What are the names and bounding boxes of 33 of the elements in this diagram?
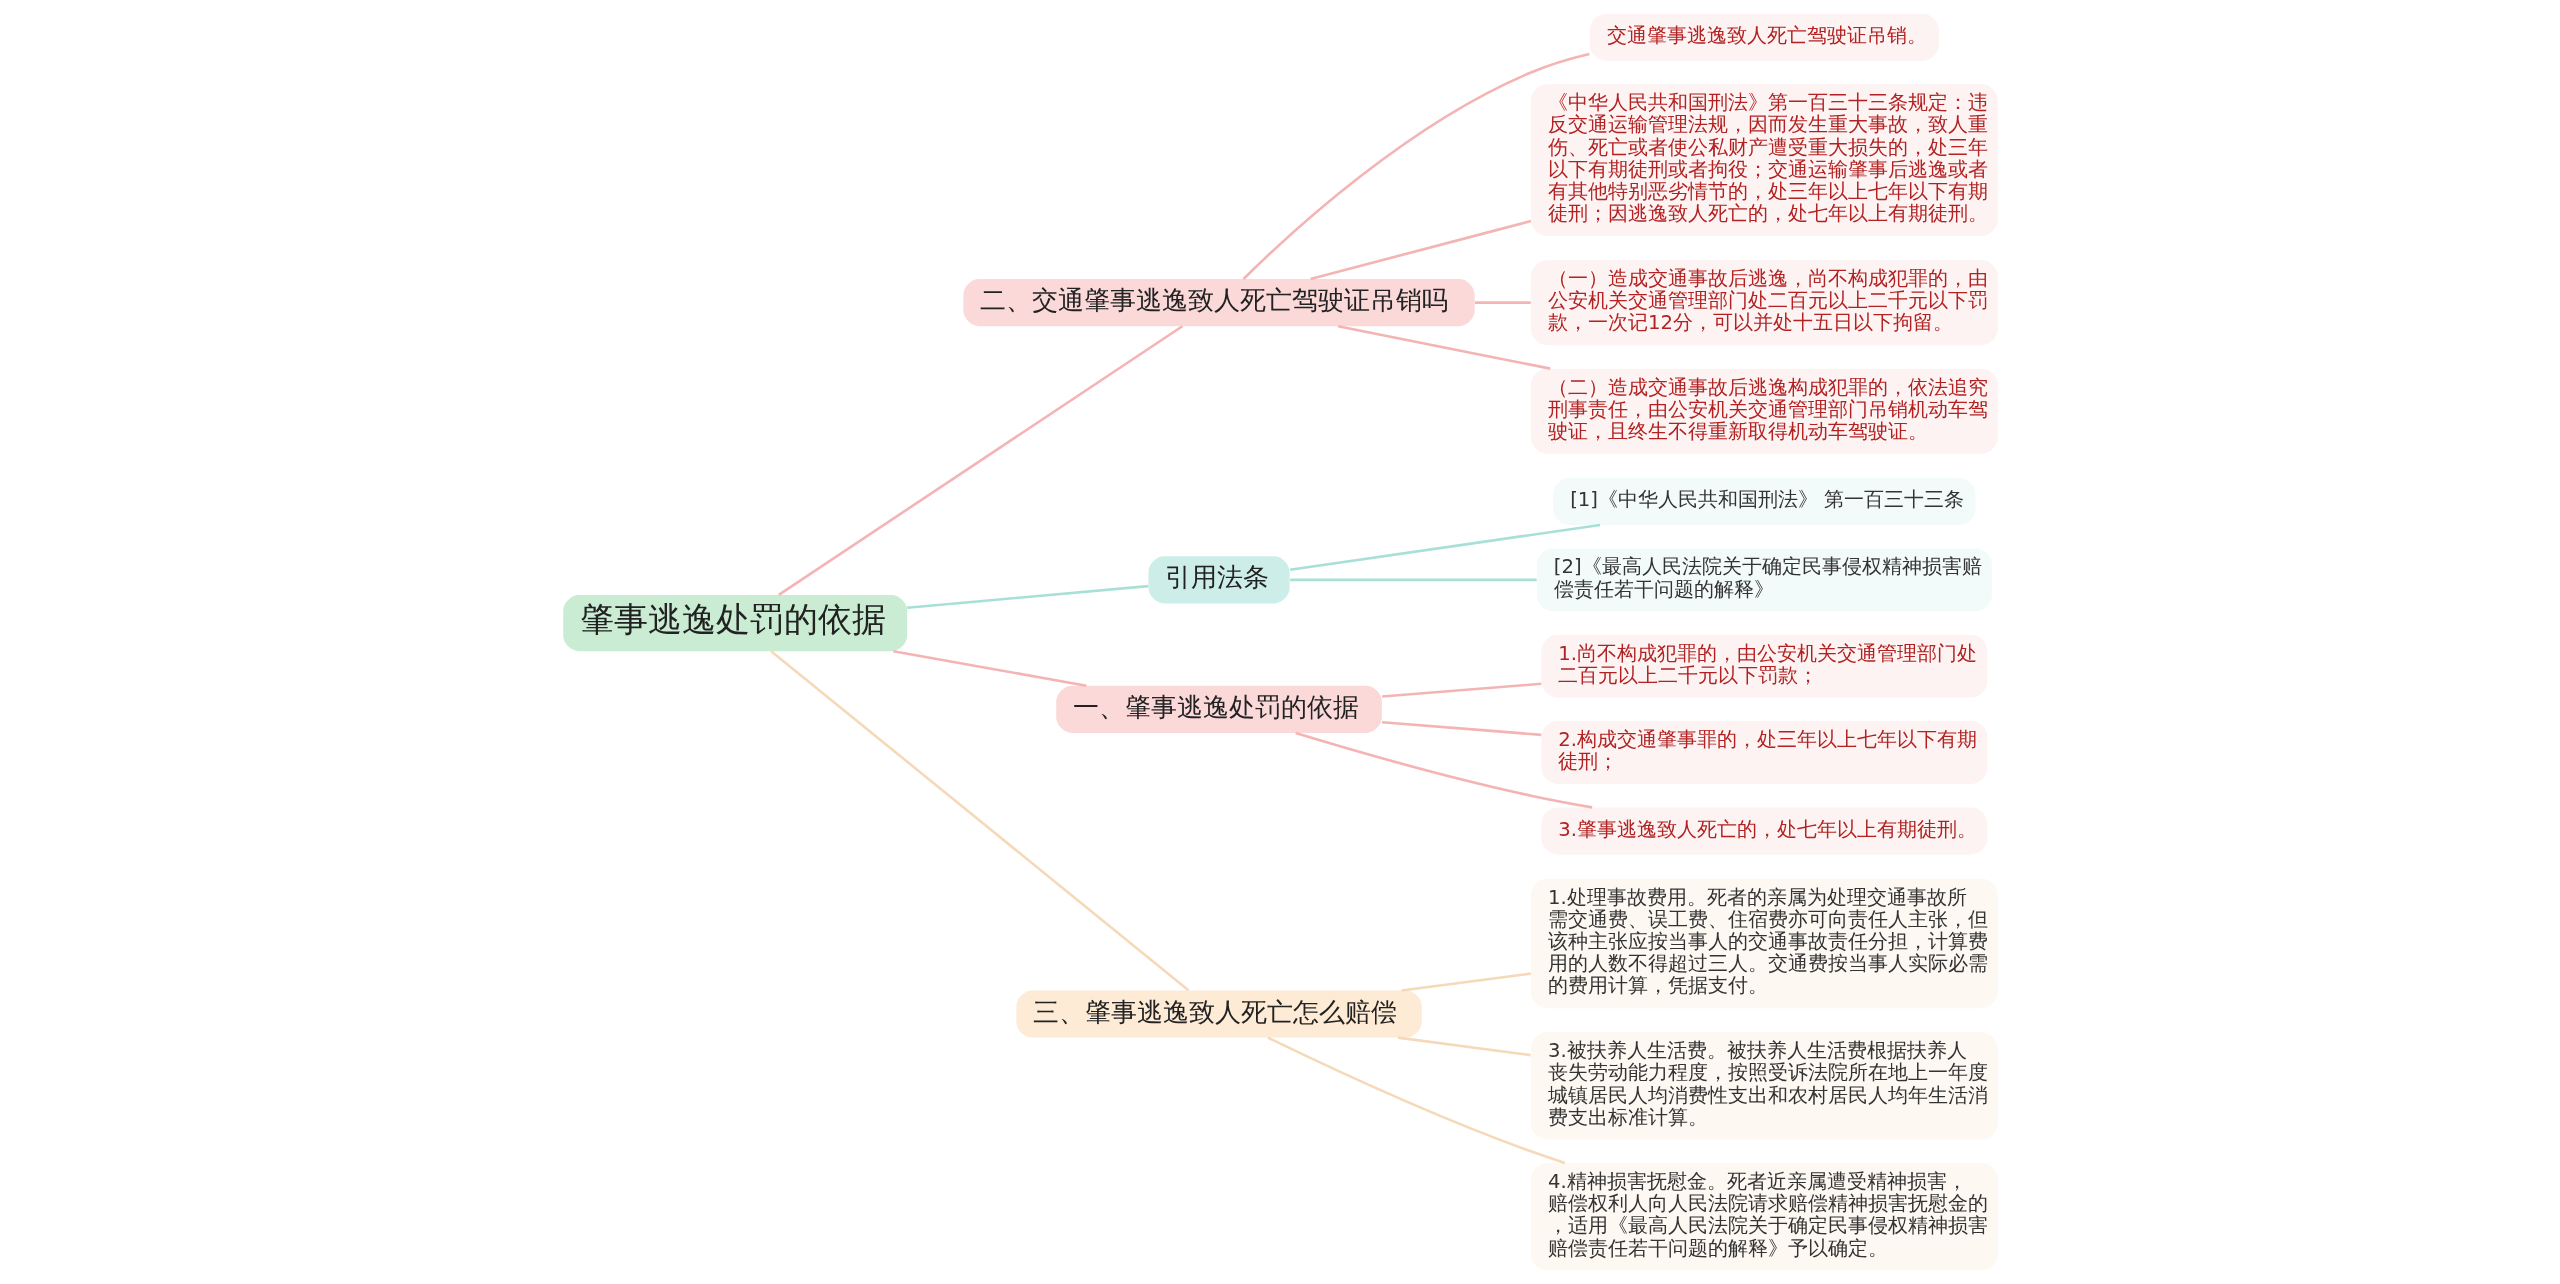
- connector: [906, 584, 1148, 610]
- node-box: 2.构成交通肇事罪的，处三年以上七年以下有期徒刑；: [1540, 721, 1987, 784]
- connector: [1289, 523, 1600, 572]
- connector: [1294, 731, 1592, 809]
- node-box: 三、肇事逃逸致人死亡怎么赔偿: [1015, 990, 1422, 1038]
- node-box: 一、肇事逃逸处罚的依据: [1055, 685, 1382, 733]
- node-box: 1.处理事故费用。死者的亲属为处理交通事故所需交通费、误工费、住宿费亦可向责任人主张，但该种主张应按当事人的交通事故责任分担，计算费用的人数不得超过三人。交通费按当事人实际必需的费用计算，凭据支付。: [1530, 878, 1998, 1009]
- node-box: 交通肇事逃逸致人死亡驾驶证吊销。: [1589, 13, 1939, 61]
- node-box: 3.肇事逃逸致人死亡的，处七年以上有期徒刑。: [1540, 807, 1987, 855]
- connector: [1266, 1036, 1565, 1165]
- connector: [1309, 219, 1531, 281]
- node-box: 引用法条: [1147, 556, 1290, 604]
- connector: [1474, 301, 1531, 304]
- node-box: 二、交通肇事逃逸致人死亡驾驶证吊销吗: [962, 279, 1475, 327]
- connector: [1381, 720, 1541, 737]
- connector: [777, 325, 1183, 596]
- node-box: 4.精神损害抚慰金。死者近亲属遭受精神损害，赔偿权利人向人民法院请求赔偿精神损害抚慰金的，适用《最高人民法院关于确定民事侵权精神损害赔偿责任若干问题的解释》予以确定。: [1530, 1163, 1998, 1271]
- connector: [1337, 324, 1551, 370]
- connector: [1289, 578, 1537, 582]
- connector: [892, 649, 1087, 688]
- node-box: [1]《中华人民共和国刑法》 第一百三十三条: [1552, 477, 1976, 525]
- node-box: 《中华人民共和国刑法》第一百三十三条规定：违反交通运输管理法规，因而发生重大事故，致人重伤、死亡或者使公私财产遭受重大损失的，处三年以下有期徒刑或者拘役；交通运输肇事后逃逸或者有其他特别恶劣情节的，处三年以上七年以下有期徒刑；因逃逸致人死亡的，处七年以上有期徒刑。: [1530, 84, 1998, 236]
- connector: [1400, 972, 1531, 992]
- connector: [1397, 1036, 1531, 1057]
- node-box: 1.尚不构成犯罪的，由公安机关交通管理部门处二百元以上二千元以下罚款；: [1540, 634, 1987, 698]
- node-box: （一）造成交通事故后逃逸，尚不构成犯罪的，由公安机关交通管理部门处二百元以上二千元以下罚款，一次记12分，可以并处十五日以下拘留。: [1530, 260, 1998, 346]
- node-box: [2]《最高人民法院关于确定民事侵权精神损害赔偿责任若干问题的解释》: [1536, 548, 1992, 612]
- connector: [1242, 52, 1590, 280]
- node-box: 3.被扶养人生活费。被扶养人生活费根据扶养人丧失劳动能力程度，按照受诉法院所在地上一年度城镇居民人均消费性支出和农村居民人均年生活消费支出标准计算。: [1530, 1032, 1998, 1140]
- node-box: （二）造成交通事故后逃逸构成犯罪的，依法追究刑事责任，由公安机关交通管理部门吊销机动车驾驶证，且终生不得重新取得机动车驾驶证。: [1530, 368, 1998, 454]
- node-box: 肇事逃逸处罚的依据: [562, 594, 907, 652]
- connector: [1381, 682, 1541, 698]
- connector: [769, 650, 1189, 992]
